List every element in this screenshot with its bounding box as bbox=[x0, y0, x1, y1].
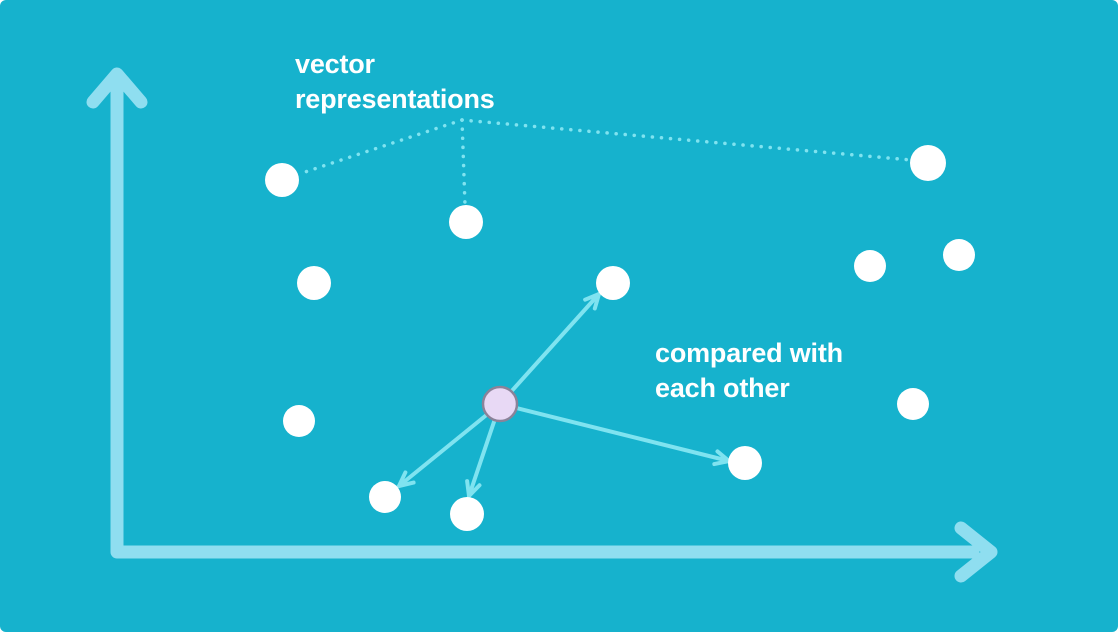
axis-lines bbox=[110, 83, 980, 559]
dotted-to-top-right bbox=[460, 118, 913, 162]
dotted-to-top-left bbox=[297, 118, 464, 176]
arrows-group bbox=[397, 292, 731, 498]
x-axis-arrowhead-icon bbox=[954, 521, 998, 583]
node-top-mid[interactable] bbox=[449, 205, 483, 239]
node-far-right[interactable] bbox=[943, 239, 975, 271]
node-bottom-mid[interactable] bbox=[450, 497, 484, 531]
axes-group bbox=[86, 67, 998, 583]
node-center-upper[interactable] bbox=[596, 266, 630, 300]
arrow-to-bottom-mid-head-icon bbox=[465, 479, 482, 498]
arrow-to-center-upper bbox=[498, 292, 601, 406]
arrow-to-center-upper-head-icon bbox=[583, 292, 601, 311]
node-left-mid[interactable] bbox=[283, 405, 315, 437]
node-right-upper[interactable] bbox=[854, 250, 886, 282]
arrow-to-bottom-left-head-icon bbox=[397, 470, 416, 488]
node-bottom-left[interactable] bbox=[369, 481, 401, 513]
node-right-lower[interactable] bbox=[728, 446, 762, 480]
node-query[interactable] bbox=[481, 385, 519, 423]
node-top-left[interactable] bbox=[265, 163, 299, 197]
node-left-upper[interactable] bbox=[297, 266, 331, 300]
nodes-group bbox=[265, 145, 975, 531]
dotted-connections-group bbox=[297, 118, 913, 207]
dotted-to-top-mid bbox=[460, 118, 467, 207]
node-top-right[interactable] bbox=[910, 145, 946, 181]
arrow-to-right-lower bbox=[498, 402, 731, 463]
y-axis-arrowhead-icon bbox=[86, 67, 148, 109]
arrow-to-bottom-left bbox=[397, 402, 502, 488]
node-right-mid[interactable] bbox=[897, 388, 929, 420]
